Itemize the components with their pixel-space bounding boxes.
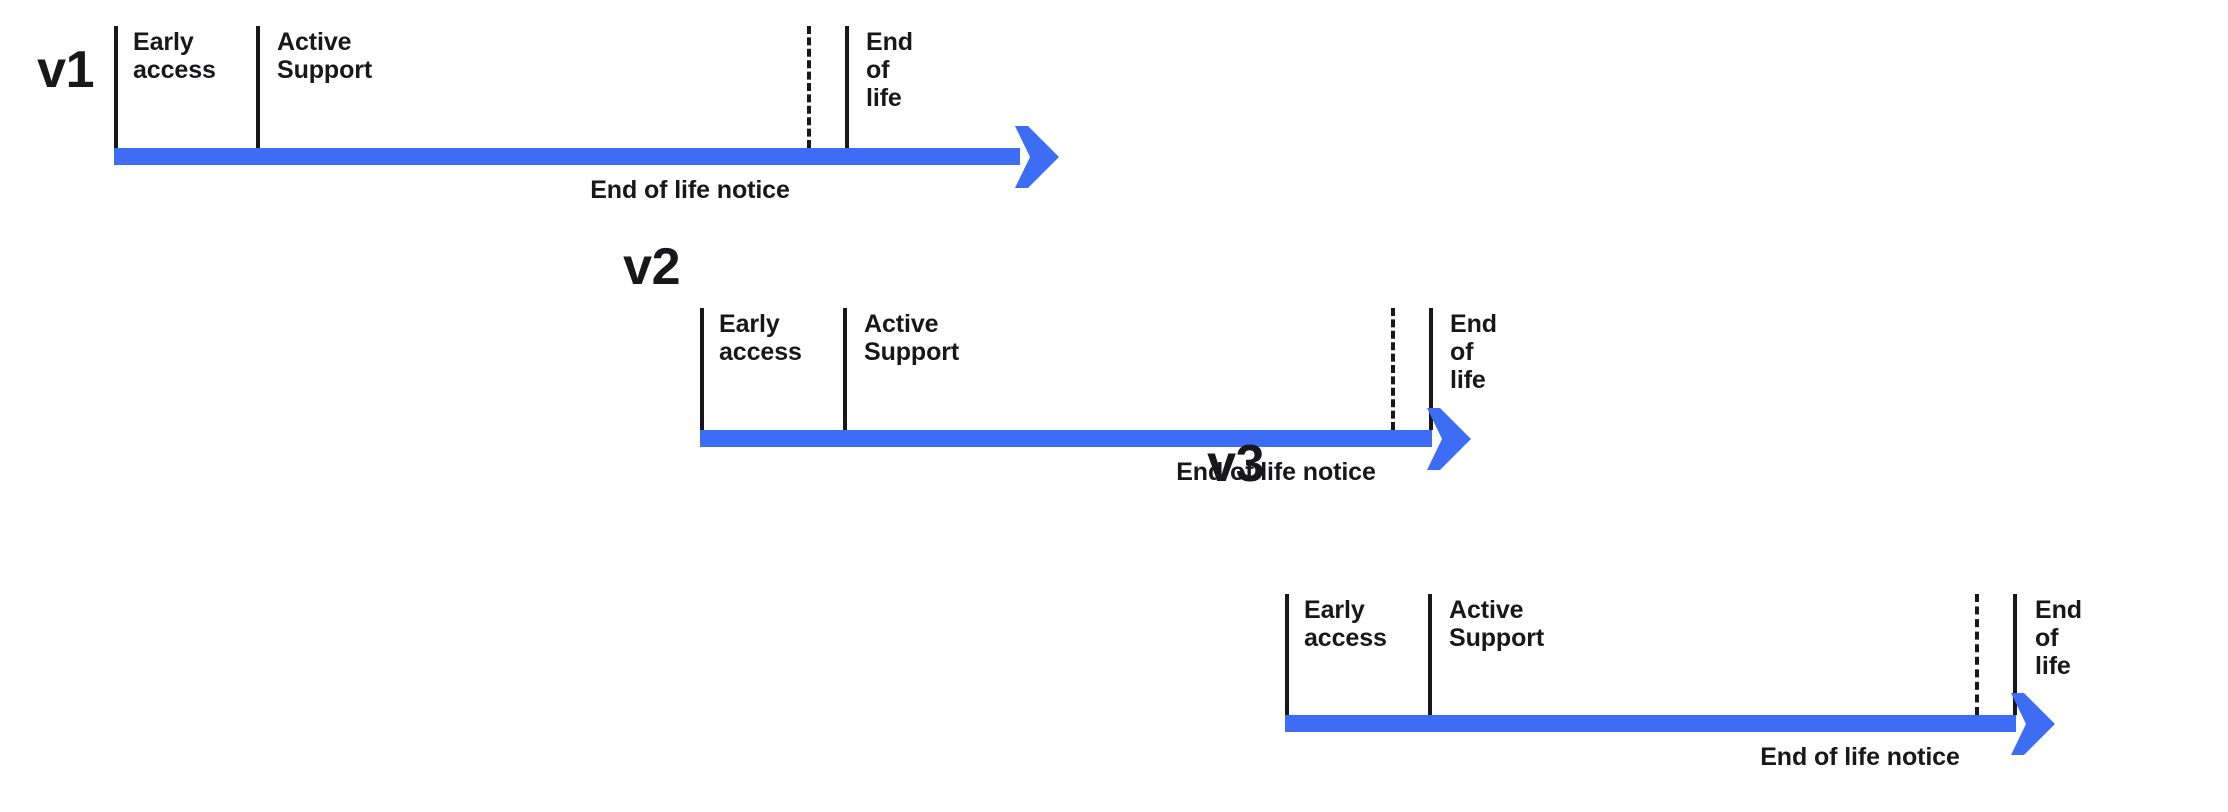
eol-notice-marker-v1-2 xyxy=(807,26,811,148)
phase-label-v3-1: Active Support xyxy=(1449,596,1545,652)
phase-label-v3-2: End of life xyxy=(2035,596,2082,680)
timeline-arrowhead-v1 xyxy=(1015,125,1059,188)
eol-notice-marker-v3-2 xyxy=(1975,594,1979,715)
phase-divider-v2-1 xyxy=(843,308,847,430)
eol-notice-caption-v3: End of life notice xyxy=(1760,743,1960,771)
phase-divider-v1-1 xyxy=(256,26,260,148)
timeline-bar-v2 xyxy=(700,430,1432,447)
timeline-bar-v1 xyxy=(114,148,1020,165)
phase-label-v1-1: Active Support xyxy=(277,28,373,84)
phase-label-v3-0: Early access xyxy=(1304,596,1387,652)
phase-label-v2-2: End of life xyxy=(1450,310,1497,394)
phase-divider-v3-0 xyxy=(1285,594,1289,715)
phase-divider-v2-0 xyxy=(700,308,704,430)
phase-divider-v1-0 xyxy=(114,26,118,148)
eol-notice-caption-v1: End of life notice xyxy=(590,176,790,204)
phase-label-v2-0: Early access xyxy=(719,310,802,366)
eol-notice-marker-v2-2 xyxy=(1391,308,1395,430)
phase-label-v1-0: Early access xyxy=(133,28,216,84)
phase-divider-v3-3 xyxy=(2013,594,2017,715)
version-label-v3: v3 xyxy=(1207,435,1264,493)
phase-divider-v3-1 xyxy=(1428,594,1432,715)
version-label-v1: v1 xyxy=(37,41,94,99)
eol-notice-caption-v2: End of life notice xyxy=(1176,458,1376,486)
phase-divider-v2-3 xyxy=(1429,308,1433,430)
timeline-arrowhead-v3 xyxy=(2011,692,2055,755)
timeline-arrowhead-v2 xyxy=(1427,407,1471,470)
timeline-bar-v3 xyxy=(1285,715,2016,732)
phase-label-v1-2: End of life xyxy=(866,28,913,112)
phase-divider-v1-3 xyxy=(845,26,849,148)
phase-label-v2-1: Active Support xyxy=(864,310,960,366)
version-label-v2: v2 xyxy=(623,238,680,296)
